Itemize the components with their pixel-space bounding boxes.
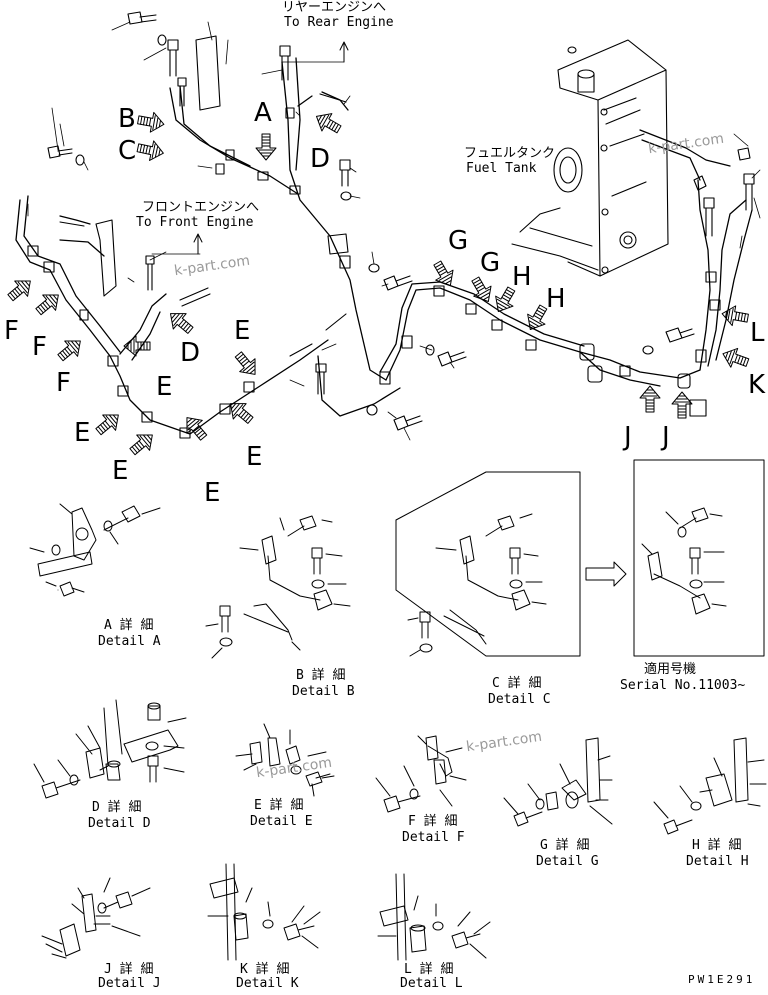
front-engine-label-en: To Front Engine xyxy=(136,215,253,230)
view-letter-c: C xyxy=(118,138,136,164)
detail-k-caption-jp: K 詳 細 xyxy=(240,962,289,977)
fuel-tank-label-en: Fuel Tank xyxy=(466,161,536,176)
detail-k-caption-en: Detail K xyxy=(236,976,299,991)
arrow-icon-j2 xyxy=(672,392,692,418)
detail-f-caption-jp: F 詳 細 xyxy=(408,814,457,829)
detail-j-drawing xyxy=(42,878,150,958)
detail-c-drawing xyxy=(408,514,546,656)
detail-h-caption-jp: H 詳 細 xyxy=(692,838,741,853)
detail-b-caption-en: Detail B xyxy=(292,684,355,699)
detail-l-caption-en: Detail L xyxy=(400,976,463,991)
view-letter-e5: E xyxy=(204,480,220,506)
arrow-icon-d2 xyxy=(164,306,197,338)
leader-lines xyxy=(28,22,760,440)
detail-k-drawing xyxy=(208,864,320,960)
view-letter-l: L xyxy=(750,320,765,346)
rear-engine-label-en: To Rear Engine xyxy=(284,15,394,30)
detail-d-caption-en: Detail D xyxy=(88,816,151,831)
detail-e-caption-en: Detail E xyxy=(250,814,313,829)
detail-j-caption-en: Detail J xyxy=(98,976,161,991)
arrow-icon-d xyxy=(311,108,344,138)
serial-drawing xyxy=(642,508,726,614)
detail-a-drawing xyxy=(30,504,160,596)
view-letter-h2: H xyxy=(546,286,566,312)
detail-j-caption-jp: J 詳 細 xyxy=(104,962,153,977)
view-letter-d2: D xyxy=(180,340,200,366)
detail-b-drawing xyxy=(206,516,350,658)
fitting-icon xyxy=(326,314,346,330)
arrow-icon-c xyxy=(136,138,166,163)
view-arrows xyxy=(4,42,751,459)
view-letter-k: K xyxy=(748,372,765,398)
fitting-icon xyxy=(60,222,84,226)
detail-e-caption-jp: E 詳 細 xyxy=(254,798,303,813)
detail-c-caption-en: Detail C xyxy=(488,692,551,707)
view-letter-a: A xyxy=(254,100,272,126)
detail-l-caption-jp: L 詳 細 xyxy=(404,962,453,977)
view-letter-e6: E xyxy=(246,444,262,470)
arrow-icon-g2 xyxy=(467,274,497,307)
view-letter-g2: G xyxy=(480,250,500,276)
arrow-icon-a xyxy=(256,134,276,160)
view-letter-e2: E xyxy=(234,318,250,344)
detail-vignettes xyxy=(30,504,766,960)
detail-l-drawing xyxy=(378,874,490,960)
serial-label-jp: 適用号機 xyxy=(644,662,696,677)
view-letter-e3: E xyxy=(74,420,90,446)
serial-label-en: Serial No.11003~ xyxy=(620,678,745,693)
front-engine-arrow-icon xyxy=(194,234,202,254)
arrow-icon-f3 xyxy=(54,333,87,365)
front-engine-label-jp: フロントエンジンへ xyxy=(142,200,259,215)
rear-engine-label-jp: リヤーエンジンへ xyxy=(282,0,386,15)
detail-h-drawing xyxy=(654,738,766,834)
detail-h-caption-en: Detail H xyxy=(686,854,749,869)
view-letter-h1: H xyxy=(512,264,532,290)
arrow-icon-f1 xyxy=(4,273,37,305)
view-letter-j2: J xyxy=(662,424,670,450)
arrow-icon-e3 xyxy=(126,427,159,459)
arrow-icon-b xyxy=(137,110,166,134)
detail-g-caption-jp: G 詳 細 xyxy=(540,838,589,853)
fuel-tank-label-jp: フュエルタンク xyxy=(464,146,555,161)
view-letter-f2: F xyxy=(32,334,47,360)
arrow-icon-f2 xyxy=(32,287,65,319)
fitting-icon xyxy=(320,94,346,102)
arrow-icon-k xyxy=(720,344,751,372)
bracket-icon xyxy=(196,36,220,110)
detail-d-drawing xyxy=(34,700,186,798)
detail-g-drawing xyxy=(504,738,612,826)
arrow-icon-e5 xyxy=(224,396,257,428)
view-letter-g1: G xyxy=(448,228,468,254)
detail-c-caption-jp: C 詳 細 xyxy=(492,676,541,691)
bracket-icon xyxy=(96,220,116,296)
change-arrow-icon xyxy=(586,562,626,586)
detail-d-caption-jp: D 詳 細 xyxy=(92,800,141,815)
view-letter-j1: J xyxy=(624,424,632,450)
view-letter-b: B xyxy=(118,106,136,132)
detail-c-frame xyxy=(396,472,580,656)
view-letter-e1: E xyxy=(156,374,172,400)
detail-g-caption-en: Detail G xyxy=(536,854,599,869)
arrow-icon-e2 xyxy=(92,407,125,439)
view-letter-e4: E xyxy=(112,458,128,484)
view-letter-d: D xyxy=(310,146,330,172)
view-letter-f3: F xyxy=(56,370,71,396)
detail-frames xyxy=(396,460,764,656)
detail-f-drawing xyxy=(376,736,466,812)
detail-b-caption-jp: B 詳 細 xyxy=(296,668,345,683)
view-letter-f1: F xyxy=(4,318,19,344)
arrow-icon-e6 xyxy=(231,348,263,381)
detail-f-caption-en: Detail F xyxy=(402,830,465,845)
arrow-icon-j1 xyxy=(640,386,660,412)
detail-a-caption-jp: A 詳 細 xyxy=(104,618,153,633)
detail-a-caption-en: Detail A xyxy=(98,634,161,649)
fitting-icon xyxy=(180,288,210,306)
rear-engine-arrow-icon xyxy=(340,42,348,62)
drawing-code: PW1E291 xyxy=(688,972,755,987)
